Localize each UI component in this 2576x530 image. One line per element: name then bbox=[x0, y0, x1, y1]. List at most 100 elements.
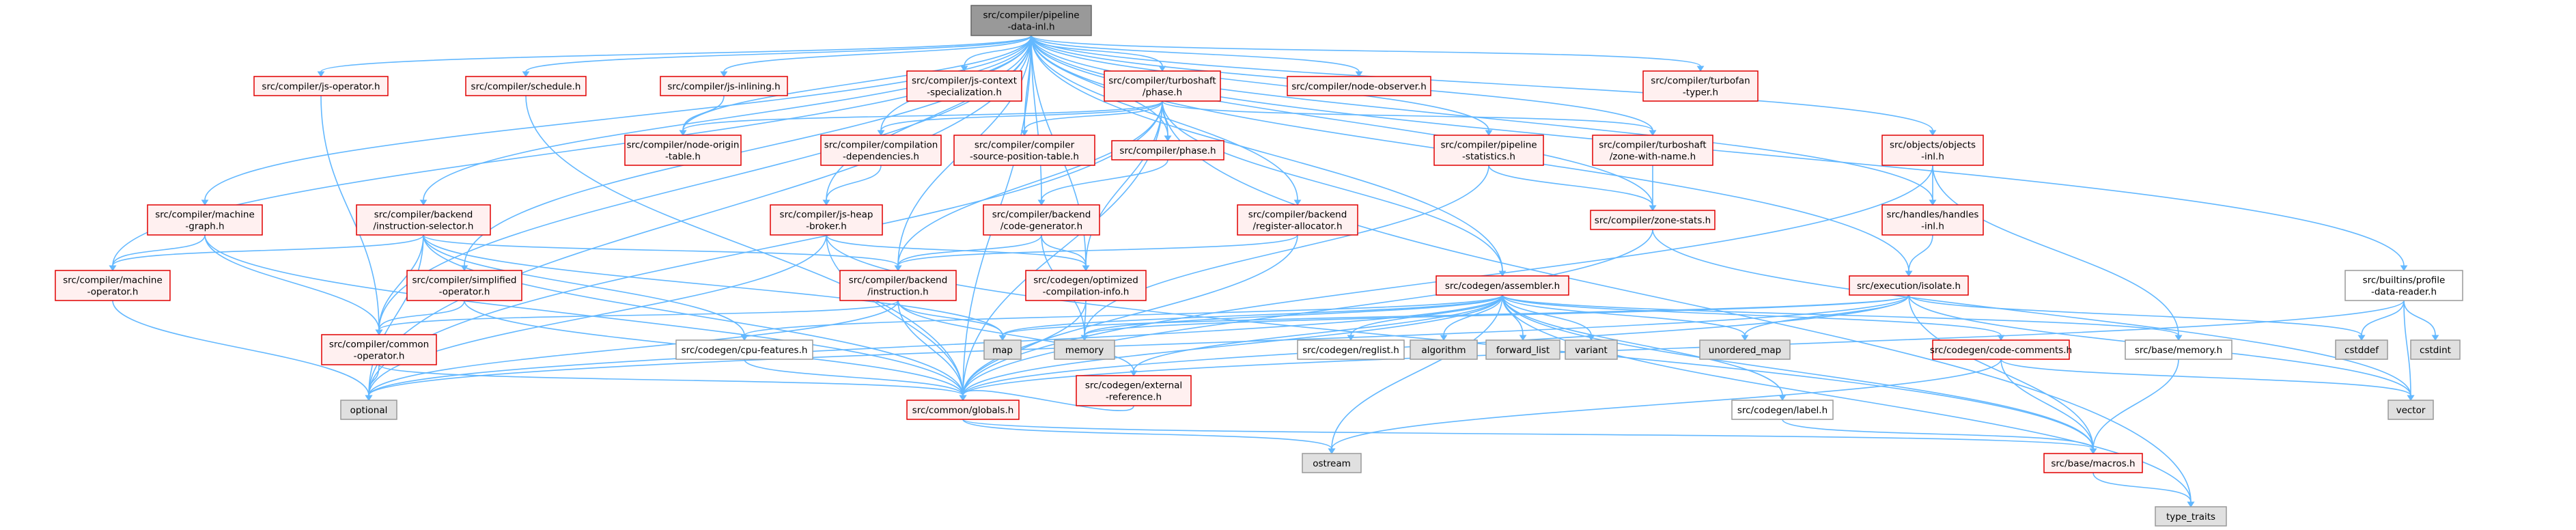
edge-globals-to-macros bbox=[962, 419, 2094, 449]
node-box bbox=[983, 339, 1022, 360]
node-profile-data-reader[interactable]: src/builtins/profile-data-reader.h bbox=[2344, 270, 2463, 301]
node-register-allocator[interactable]: src/compiler/backend/register-allocator.… bbox=[1237, 204, 1358, 236]
node-machine-graph[interactable]: src/compiler/machine-graph.h bbox=[147, 204, 263, 236]
arrowhead-common-operator-to-optional bbox=[365, 395, 373, 401]
node-label: forward_list bbox=[1496, 345, 1550, 356]
edge-backend-instruction-to-common-operator bbox=[378, 300, 899, 331]
node-external-reference[interactable]: src/codegen/external-reference.h bbox=[1076, 375, 1192, 406]
edge-assembler-to-type_traits bbox=[1502, 294, 2192, 503]
node-turbofan-typer[interactable]: src/compiler/turbofan-typer.h bbox=[1642, 70, 1759, 102]
node-box bbox=[1592, 135, 1713, 166]
arrowhead-root-to-instruction-selector bbox=[419, 199, 428, 206]
node-node-origin-table[interactable]: src/compiler/node-origin-table.h bbox=[624, 135, 742, 166]
node-optimized-compilation-info[interactable]: src/codegen/optimized-compilation-info.h bbox=[1025, 270, 1147, 301]
node-box bbox=[1932, 339, 2070, 360]
edge-root-to-code-generator bbox=[1031, 35, 1042, 201]
node-source-position-table[interactable]: src/compiler/compiler-source-position-ta… bbox=[953, 135, 1095, 166]
node-box bbox=[1287, 76, 1431, 96]
arrowhead-compilation-deps-to-js-heap-broker bbox=[822, 199, 830, 206]
node-assembler[interactable]: src/codegen/assembler.h bbox=[1436, 275, 1569, 296]
node-label: variant bbox=[1575, 345, 1608, 356]
node-js-operator[interactable]: src/compiler/js-operator.h bbox=[253, 76, 389, 96]
node-ostream[interactable]: ostream bbox=[1302, 453, 1362, 473]
edge-label-to-macros bbox=[1782, 419, 2094, 449]
node-label: -inl.h bbox=[1921, 221, 1944, 232]
node-node-observer[interactable]: src/compiler/node-observer.h bbox=[1287, 76, 1431, 96]
node-variant[interactable]: variant bbox=[1565, 339, 1618, 360]
node-js-inlining[interactable]: src/compiler/js-inlining.h bbox=[660, 76, 788, 96]
node-machine-operator[interactable]: src/compiler/machine-operator.h bbox=[55, 270, 171, 301]
node-label: optional bbox=[350, 405, 388, 416]
arrowhead-code-generator-to-optimized-compilation-info bbox=[1082, 265, 1090, 271]
node-zone-with-name[interactable]: src/compiler/turboshaft/zone-with-name.h bbox=[1592, 135, 1713, 166]
node-box bbox=[1104, 70, 1221, 102]
edge-simplified-operator-to-common-operator bbox=[378, 300, 465, 331]
node-cstddef[interactable]: cstddef bbox=[2335, 339, 2388, 360]
edge-cpu-features-to-globals bbox=[744, 359, 964, 396]
edge-compilation-deps-to-js-heap-broker bbox=[826, 165, 882, 201]
node-box bbox=[2125, 339, 2232, 360]
arrowhead-instruction-selector-to-machine-operator bbox=[109, 265, 117, 271]
arrowhead-root-to-js-context-spec bbox=[960, 66, 968, 72]
node-vector[interactable]: vector bbox=[2388, 400, 2434, 420]
node-box bbox=[1436, 275, 1569, 296]
node-map[interactable]: map bbox=[983, 339, 1022, 360]
node-globals[interactable]: src/common/globals.h bbox=[906, 400, 1020, 420]
edge-assembler-to-map bbox=[1002, 294, 1503, 336]
edge-profile-data-reader-to-vector bbox=[2403, 300, 2411, 396]
node-simplified-operator[interactable]: src/compiler/simplified-operator.h bbox=[406, 270, 522, 301]
node-schedule[interactable]: src/compiler/schedule.h bbox=[465, 76, 587, 96]
edge-turboshaft-phase-to-source-position-table bbox=[1024, 100, 1163, 131]
arrowhead-root-to-schedule bbox=[522, 71, 530, 77]
node-zone-stats[interactable]: src/compiler/zone-stats.h bbox=[1590, 210, 1716, 230]
node-label: src/compiler/phase.h bbox=[1119, 145, 1216, 156]
node-label[interactable]: src/codegen/label.h bbox=[1731, 400, 1834, 420]
arrowhead-assembler-to-cpu-features bbox=[740, 335, 748, 341]
node-base-memory[interactable]: src/base/memory.h bbox=[2125, 339, 2232, 360]
node-reglist[interactable]: src/codegen/reglist.h bbox=[1297, 339, 1405, 360]
node-macros[interactable]: src/base/macros.h bbox=[2043, 453, 2143, 473]
node-box bbox=[1881, 204, 1984, 236]
node-common-operator[interactable]: src/compiler/common-operator.h bbox=[321, 334, 437, 365]
node-pipeline-statistics[interactable]: src/compiler/pipeline-statistics.h bbox=[1433, 135, 1544, 166]
node-label: src/compiler/js-context bbox=[912, 76, 1017, 87]
node-compiler-phase[interactable]: src/compiler/phase.h bbox=[1111, 140, 1224, 161]
node-type_traits[interactable]: type_traits bbox=[2155, 506, 2227, 527]
node-code-generator[interactable]: src/compiler/backend/code-generator.h bbox=[983, 204, 1100, 236]
node-label: src/compiler/machine bbox=[63, 275, 163, 286]
node-backend-instruction[interactable]: src/compiler/backend/instruction.h bbox=[839, 270, 957, 301]
edge-root-to-simplified-operator bbox=[464, 35, 1032, 266]
node-compilation-deps[interactable]: src/compiler/compilation-dependencies.h bbox=[820, 135, 942, 166]
node-box bbox=[1111, 140, 1224, 161]
node-code-comments[interactable]: src/codegen/code-comments.h bbox=[1930, 339, 2072, 360]
node-box bbox=[1054, 339, 1115, 360]
edge-turboshaft-phase-to-compilation-deps bbox=[880, 100, 1163, 131]
edge-profile-data-reader-to-cstddef bbox=[2361, 300, 2405, 336]
node-js-context-spec[interactable]: src/compiler/js-context-specialization.h bbox=[906, 70, 1022, 102]
node-root[interactable]: src/compiler/pipeline-data-inl.h bbox=[970, 5, 1092, 36]
node-cpu-features[interactable]: src/codegen/cpu-features.h bbox=[675, 339, 813, 360]
node-label: src/compiler/backend bbox=[849, 275, 948, 286]
node-unordered_map[interactable]: unordered_map bbox=[1699, 339, 1791, 360]
node-optional[interactable]: optional bbox=[340, 400, 397, 420]
node-forward_list[interactable]: forward_list bbox=[1485, 339, 1560, 360]
node-box bbox=[465, 76, 587, 96]
node-label: src/handles/handles bbox=[1887, 210, 1979, 221]
node-label: cstddef bbox=[2344, 345, 2379, 356]
node-js-heap-broker[interactable]: src/compiler/js-heap-broker.h bbox=[770, 204, 883, 236]
node-box bbox=[624, 135, 742, 166]
node-algorithm[interactable]: algorithm bbox=[1410, 339, 1478, 360]
node-label: -graph.h bbox=[185, 221, 224, 232]
node-objects-inl[interactable]: src/objects/objects-inl.h bbox=[1881, 135, 1984, 166]
edge-machine-graph-to-globals bbox=[204, 234, 964, 396]
node-isolate[interactable]: src/execution/isolate.h bbox=[1849, 275, 1969, 296]
edge-assembler-to-macros bbox=[1502, 294, 2094, 449]
arrowhead-objects-inl-to-handles-inl bbox=[1929, 199, 1937, 206]
node-instruction-selector[interactable]: src/compiler/backend/instruction-selecto… bbox=[356, 204, 491, 236]
node-turboshaft-phase[interactable]: src/compiler/turboshaft/phase.h bbox=[1104, 70, 1221, 102]
node-handles-inl[interactable]: src/handles/handles-inl.h bbox=[1881, 204, 1984, 236]
arrowhead-root-to-node-observer bbox=[1355, 71, 1363, 77]
arrowhead-isolate-to-unordered_map bbox=[1741, 335, 1749, 341]
node-cstdint[interactable]: cstdint bbox=[2410, 339, 2461, 360]
node-memory[interactable]: memory bbox=[1054, 339, 1115, 360]
